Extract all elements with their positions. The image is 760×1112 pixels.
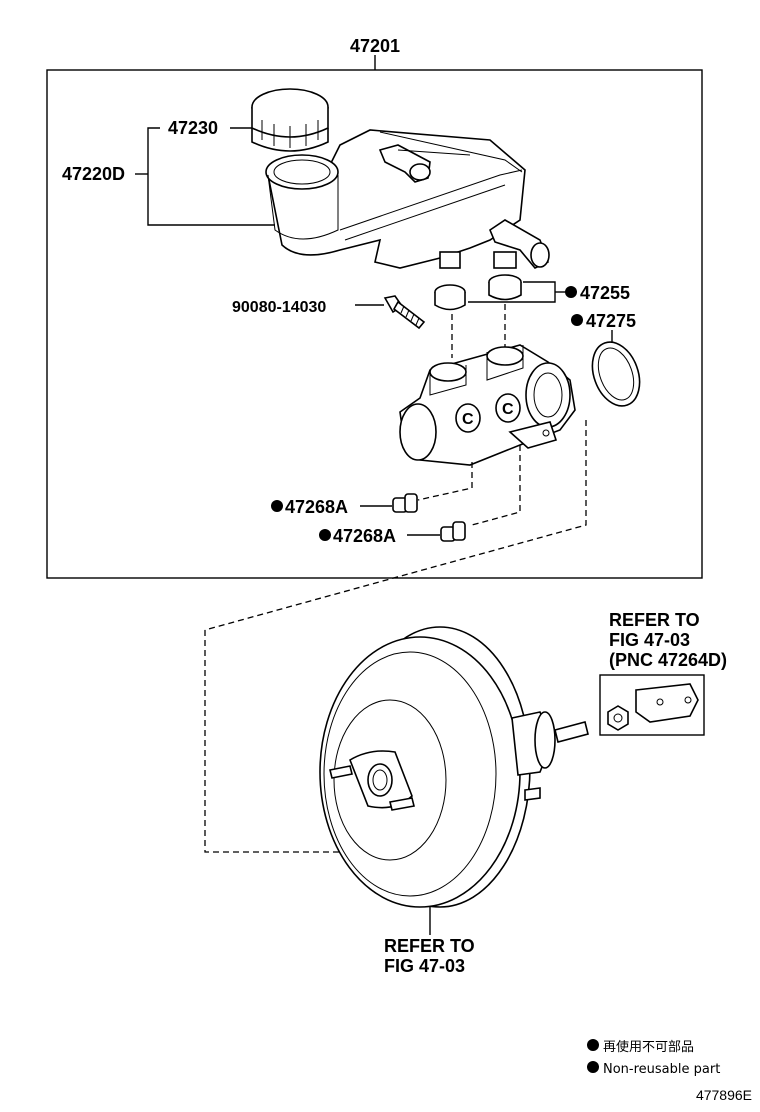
o-ring [591, 341, 641, 407]
non-reusable-mark-icon [319, 529, 331, 541]
label-47268A-upper: 47268A [285, 497, 348, 517]
clevis [607, 683, 699, 731]
reservoir-cap [251, 88, 329, 152]
clevis-frame [599, 674, 705, 736]
non-reusable-mark-icon [565, 286, 577, 298]
label-47230: 47230 [168, 118, 218, 138]
non-reusable-mark-icon [571, 314, 583, 326]
ref-clevis-line3: (PNC 47264D) [609, 650, 727, 670]
label-47268A-lower: 47268A [333, 526, 396, 546]
reservoir-grommet [434, 274, 522, 311]
master-cylinder-body: C C [399, 344, 576, 466]
legend-en: Non-reusable part [603, 1062, 720, 1077]
non-reusable-mark-icon [587, 1039, 599, 1051]
plug-upper [392, 493, 418, 513]
label-90080-14030: 90080-14030 [232, 299, 326, 316]
ref-clevis-line2: FIG 47-03 [609, 630, 690, 650]
legend-jp: 再使用不可部品 [603, 1039, 694, 1055]
figure-id: 477896E [696, 1087, 752, 1103]
plug-lower [440, 521, 466, 542]
non-reusable-mark-icon [271, 500, 283, 512]
ref-booster-line2: FIG 47-03 [384, 956, 465, 976]
ref-clevis-line1: REFER TO [609, 610, 700, 630]
brake-booster [319, 626, 589, 908]
ref-booster-line1: REFER TO [384, 936, 475, 956]
bracket-47220D [147, 127, 275, 226]
label-47255: 47255 [580, 283, 630, 303]
svg-text:C: C [502, 401, 514, 418]
label-47201: 47201 [350, 36, 400, 56]
screw [383, 295, 426, 330]
svg-text:C: C [462, 411, 474, 428]
label-47220D: 47220D [62, 164, 125, 184]
non-reusable-mark-icon [587, 1061, 599, 1073]
reservoir-tank [265, 129, 550, 269]
label-47275: 47275 [586, 311, 636, 331]
